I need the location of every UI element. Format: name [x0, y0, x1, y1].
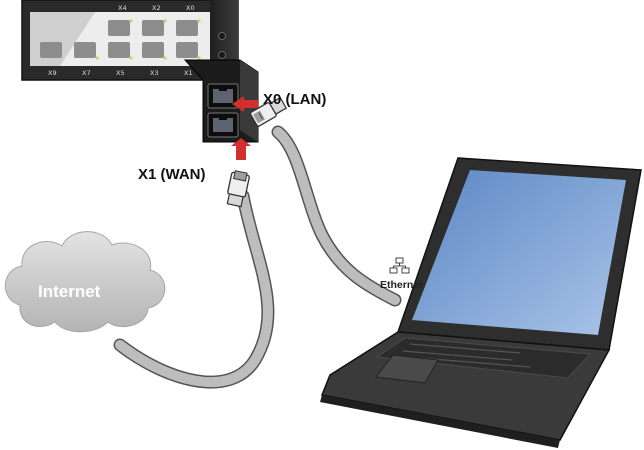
internet-cloud: Internet — [4, 231, 166, 333]
laptop-touchpad — [375, 354, 439, 384]
device-port-tiles — [40, 20, 198, 58]
port-label-x5: X5 — [116, 69, 125, 77]
port-label-x9: X9 — [48, 69, 57, 77]
laptop-screen — [412, 170, 626, 335]
port-label-x2: X2 — [152, 4, 161, 12]
keyboard-lines — [402, 343, 531, 368]
port-label-x1: X1 — [184, 69, 193, 77]
network-icon — [389, 257, 410, 274]
ethernet-label: Ethernet — [380, 279, 423, 291]
lan-port-label: X0 (LAN) — [263, 91, 326, 108]
laptop — [320, 157, 642, 448]
wan-port-label: X1 (WAN) — [138, 166, 206, 183]
lan-socket — [207, 83, 239, 109]
lan-plug — [249, 96, 288, 127]
device-port-leds — [95, 19, 201, 60]
wan-socket — [207, 112, 239, 138]
firewall-device: X4 X2 X0 X9 X7 X5 X3 X1 — [21, 0, 259, 143]
port-label-x3: X3 — [150, 69, 159, 77]
lan-arrow — [232, 96, 258, 112]
port-label-x0: X0 — [186, 4, 195, 12]
laptop-base-front — [320, 395, 560, 448]
internet-label: Internet — [38, 282, 101, 301]
wan-arrow — [231, 138, 251, 160]
port-label-x4: X4 — [118, 4, 127, 12]
port-label-x7: X7 — [82, 69, 91, 77]
wan-plug — [226, 170, 250, 208]
